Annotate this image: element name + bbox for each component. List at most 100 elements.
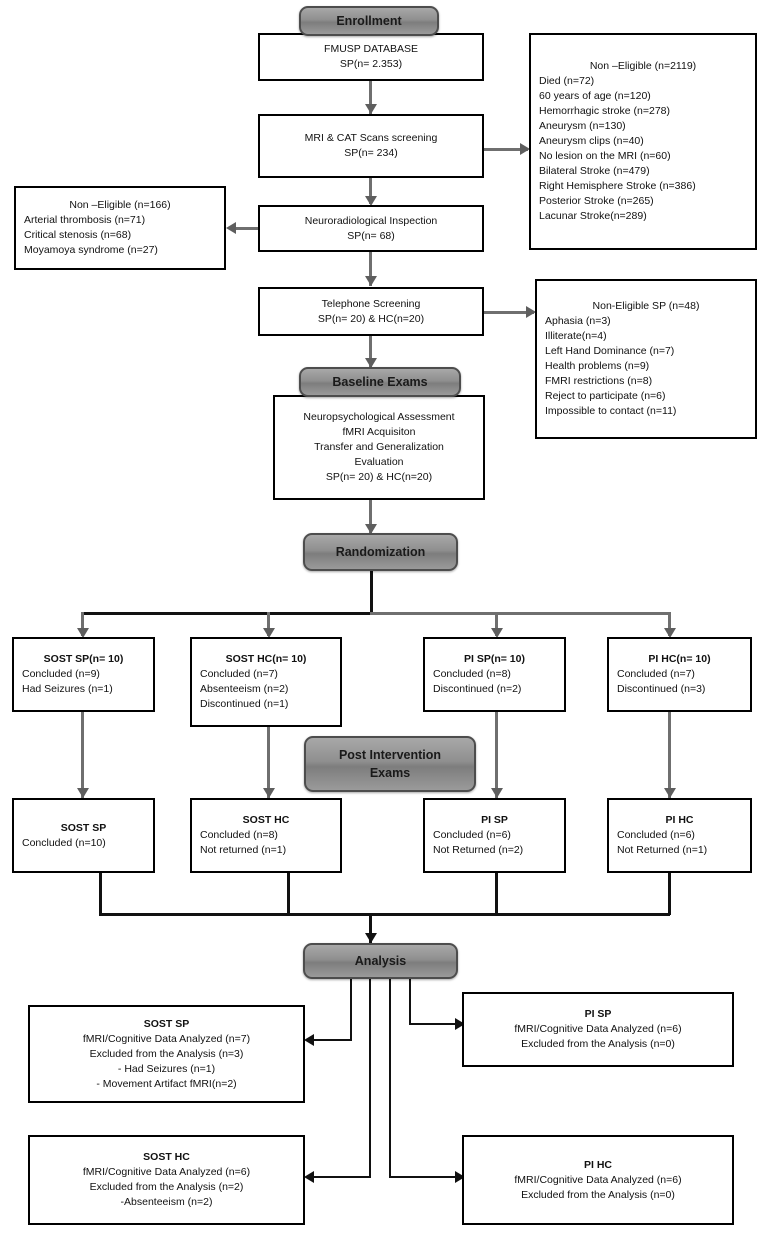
connector-randomization-drop-3 bbox=[495, 612, 498, 636]
box-line: Aneurysm (n=130) bbox=[539, 120, 626, 132]
stage-pill-enrollment: Enrollment bbox=[299, 6, 439, 36]
box-line: Hemorrhagic stroke (n=278) bbox=[539, 105, 671, 117]
arrowhead-baseline-to-randomization bbox=[365, 524, 377, 534]
connector-neuro-to-telephone bbox=[369, 252, 372, 286]
box-line: Not returned (n=1) bbox=[200, 844, 287, 856]
box-line: Health problems (n=9) bbox=[545, 360, 650, 372]
connector-randomization-drop-1 bbox=[81, 612, 84, 636]
box-line: Concluded (n=6) bbox=[617, 829, 695, 841]
stage-pill-randomization: Randomization bbox=[303, 533, 458, 571]
box-line: SP(n= 20) & HC(n=20) bbox=[317, 312, 425, 325]
connector-analysis-to-pisp bbox=[409, 1023, 462, 1025]
box-line: Concluded (n=6) bbox=[433, 829, 511, 841]
box-line: Left Hand Dominance (n=7) bbox=[545, 345, 675, 357]
box-line: fMRI/Cognitive Data Analyzed (n=6) bbox=[514, 1173, 682, 1186]
box-line: -Absenteeism (n=2) bbox=[120, 1196, 213, 1208]
stage-pill-baseline-exams: Baseline Exams bbox=[299, 367, 461, 397]
connector-analysis-to-pihc bbox=[389, 1176, 462, 1178]
box-line: Discontinued (n=2) bbox=[433, 683, 522, 695]
box-line: SP(n= 68) bbox=[347, 229, 395, 242]
box-line: Posterior Stroke (n=265) bbox=[539, 195, 654, 207]
box-post-sost-hc: SOST HC Concluded (n=8) Not returned (n=… bbox=[190, 798, 342, 873]
connector-mri-to-nonelig2119 bbox=[484, 148, 528, 151]
box-line: fMRI/Cognitive Data Analyzed (n=6) bbox=[514, 1023, 682, 1035]
box-line: Critical stenosis (n=68) bbox=[24, 229, 132, 241]
box-line: SP(n= 2.353) bbox=[339, 58, 403, 70]
arrowhead-neuro-to-telephone bbox=[365, 276, 377, 286]
connector-analysis-to-sostsp bbox=[310, 1039, 351, 1041]
connector-mri-to-neuro bbox=[369, 178, 372, 204]
box-line: Lacunar Stroke(n=289) bbox=[539, 210, 647, 222]
box-line: fMRI Acquisiton bbox=[342, 426, 416, 438]
box-line: - Had Seizures (n=1) bbox=[117, 1062, 216, 1075]
box-line: Evaluation bbox=[354, 456, 404, 468]
box-line: Concluded (n=8) bbox=[200, 829, 278, 841]
box-line: Aphasia (n=3) bbox=[545, 315, 611, 327]
box-line: fMRI/Cognitive Data Analyzed (n=7) bbox=[82, 1032, 251, 1045]
box-analysis-pi-sp: PI SP fMRI/Cognitive Data Analyzed (n=6)… bbox=[462, 992, 734, 1067]
arrowhead-analysis-to-sosthc bbox=[304, 1171, 314, 1183]
connector-alloc2-to-post2 bbox=[267, 727, 270, 798]
connector-randomization-stem bbox=[370, 570, 373, 614]
box-header: SOST HC bbox=[143, 1151, 190, 1163]
box-line: Absenteeism (n=2) bbox=[200, 683, 289, 695]
box-header: PI SP bbox=[481, 814, 508, 826]
box-line: Died (n=72) bbox=[539, 75, 595, 87]
box-line: Neuroradiological Inspection bbox=[304, 214, 438, 227]
box-line: Discontinued (n=1) bbox=[200, 698, 289, 710]
box-line: Not Returned (n=1) bbox=[617, 844, 708, 856]
box-allocation-sost-sp: SOST SP(n= 10) Concluded (n=9) Had Seizu… bbox=[12, 637, 155, 712]
box-line: Concluded (n=7) bbox=[617, 668, 695, 680]
arrowhead-telephone-to-baseline bbox=[365, 358, 377, 368]
box-line: Arterial thrombosis (n=71) bbox=[24, 214, 146, 226]
box-line: Impossible to contact (n=11) bbox=[545, 405, 677, 417]
box-line: - Movement Artifact fMRI(n=2) bbox=[96, 1077, 237, 1090]
arrowhead-randomization-drop-4 bbox=[664, 628, 676, 638]
box-line: Excluded from the Analysis (n=3) bbox=[89, 1047, 244, 1060]
box-line: FMRI restrictions (n=8) bbox=[545, 375, 653, 387]
connector-analysis-lower-right-stem bbox=[389, 978, 391, 1178]
arrowhead-randomization-drop-3 bbox=[491, 628, 503, 638]
box-line: Moyamoya syndrome (n=27) bbox=[24, 244, 158, 256]
connector-analysis-left-stem bbox=[350, 978, 352, 1041]
box-allocation-pi-sp: PI SP(n= 10) Concluded (n=8) Discontinue… bbox=[423, 637, 566, 712]
box-header: Non –Eligible (n=2119) bbox=[589, 60, 697, 72]
connector-telephone-to-nonelig48 bbox=[484, 311, 534, 314]
arrowhead-alloc4-to-post4 bbox=[664, 788, 676, 798]
box-line: 60 years of age (n=120) bbox=[539, 90, 651, 102]
connector-alloc4-to-post4 bbox=[668, 712, 671, 798]
box-header: Non –Eligible (n=166) bbox=[69, 199, 171, 211]
box-analysis-sost-hc: SOST HC fMRI/Cognitive Data Analyzed (n=… bbox=[28, 1135, 305, 1225]
box-line: Concluded (n=10) bbox=[22, 836, 106, 849]
arrowhead-analysis-to-pisp bbox=[455, 1018, 465, 1030]
arrowhead-neuro-to-nonelig166 bbox=[226, 222, 236, 234]
box-header: PI SP bbox=[584, 1008, 612, 1020]
connector-post1-down bbox=[99, 873, 102, 915]
box-line: Concluded (n=7) bbox=[200, 668, 278, 680]
box-line: Reject to participate (n=6) bbox=[545, 390, 666, 402]
arrowhead-alloc3-to-post3 bbox=[491, 788, 503, 798]
box-header: PI SP(n= 10) bbox=[464, 653, 525, 665]
arrowhead-analysis-to-sostsp bbox=[304, 1034, 314, 1046]
box-line: Discontinued (n=3) bbox=[617, 683, 706, 695]
arrowhead-analysis-to-pihc bbox=[455, 1171, 465, 1183]
box-line: Bilateral Stroke (n=479) bbox=[539, 165, 650, 177]
box-analysis-sost-sp: SOST SP fMRI/Cognitive Data Analyzed (n=… bbox=[28, 1005, 305, 1103]
connector-randomization-bar-left bbox=[81, 612, 371, 615]
box-telephone-screening: Telephone Screening SP(n= 20) & HC(n=20) bbox=[258, 287, 484, 336]
box-line: Transfer and Generalization bbox=[314, 441, 444, 453]
connector-post2-down bbox=[287, 873, 290, 915]
connector-analysis-right-stem bbox=[409, 978, 411, 1025]
box-non-eligible-166: Non –Eligible (n=166) Arterial thrombosi… bbox=[14, 186, 226, 270]
stage-label-randomization: Randomization bbox=[335, 545, 426, 559]
connector-post3-down bbox=[495, 873, 498, 915]
box-line: Not Returned (n=2) bbox=[433, 844, 524, 856]
connector-randomization-drop-4 bbox=[668, 612, 671, 636]
arrowhead-mri-to-nonelig2119 bbox=[520, 143, 530, 155]
box-line: SP(n= 20) & HC(n=20) bbox=[325, 471, 433, 483]
stage-pill-post-intervention-exams: Post Intervention Exams bbox=[304, 736, 476, 792]
box-post-pi-hc: PI HC Concluded (n=6) Not Returned (n=1) bbox=[607, 798, 752, 873]
box-line: MRI & CAT Scans screening bbox=[304, 132, 438, 144]
box-analysis-pi-hc: PI HC fMRI/Cognitive Data Analyzed (n=6)… bbox=[462, 1135, 734, 1225]
